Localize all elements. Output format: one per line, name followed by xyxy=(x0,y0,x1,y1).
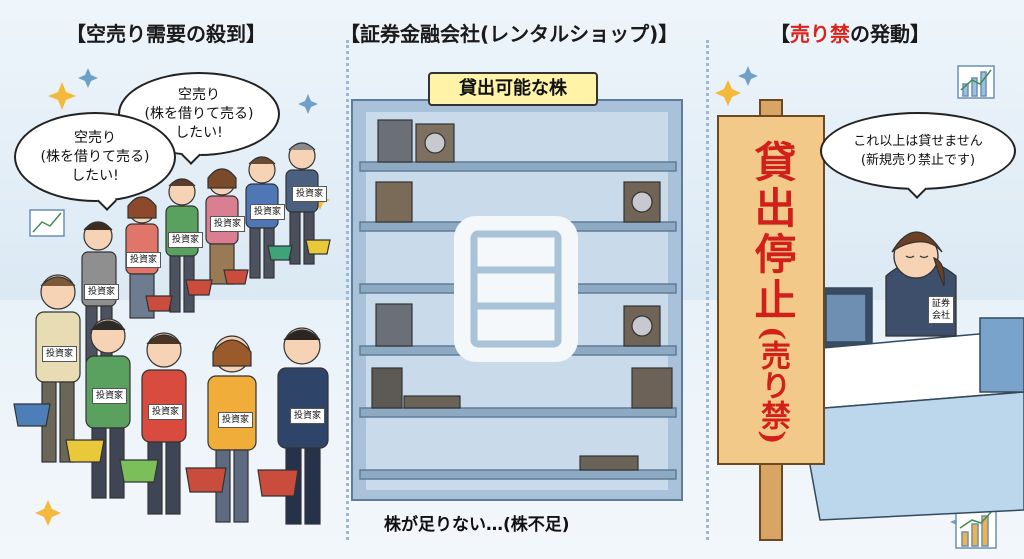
empty-shelf-icon xyxy=(454,216,578,362)
speech-bubble-front: 空売り (株を借りて売る) したい! xyxy=(14,112,176,211)
investor-badge: 投資家 xyxy=(148,404,184,420)
clerk-desk xyxy=(799,287,1024,521)
investor-badge: 投資家 xyxy=(210,216,246,232)
heading-short-demand: 【空売り需要の殺到】 xyxy=(66,22,266,46)
heading-short-ban: 【売り禁の発動】 xyxy=(770,22,930,46)
investor-figure xyxy=(119,332,187,515)
empty-shelf-icon-lines xyxy=(470,230,562,348)
investor-badge: 投資家 xyxy=(292,186,328,202)
lending-stop-sign: 貸出停止 (売り禁) xyxy=(748,140,797,445)
investor-badge: 投資家 xyxy=(218,412,254,428)
investor-queue xyxy=(13,142,331,525)
section-divider-left xyxy=(346,40,349,540)
shelf-label: 貸出可能な株 xyxy=(428,72,598,106)
chart-icon-left xyxy=(29,209,65,237)
investor-badge: 投資家 xyxy=(42,346,78,362)
shelf xyxy=(351,99,683,501)
investor-figure xyxy=(185,335,257,523)
chart-icon-top-right xyxy=(957,65,995,99)
clerk-speech-bubble: これ以上は貸せません (新規売り禁止です) xyxy=(820,112,1016,199)
investor-badge: 投資家 xyxy=(250,204,286,220)
heading-securities-finance: 【証券金融会社(レンタルショップ)】 xyxy=(340,22,679,46)
chart-icon-bottom-right xyxy=(955,507,997,549)
sign-post xyxy=(717,99,825,541)
investor-badge: 投資家 xyxy=(290,408,326,424)
investor-badge: 投資家 xyxy=(92,388,128,404)
section-divider-right xyxy=(706,40,709,540)
investor-figure xyxy=(13,274,81,463)
shelf-caption: 株が足りない…(株不足) xyxy=(384,515,570,535)
investor-badge: 投資家 xyxy=(84,284,120,300)
investor-figure xyxy=(257,327,329,525)
investor-badge: 投資家 xyxy=(126,252,162,268)
clerk-badge: 証券 会社 xyxy=(928,296,955,324)
investor-badge: 投資家 xyxy=(168,232,204,248)
investor-figure xyxy=(285,142,331,265)
